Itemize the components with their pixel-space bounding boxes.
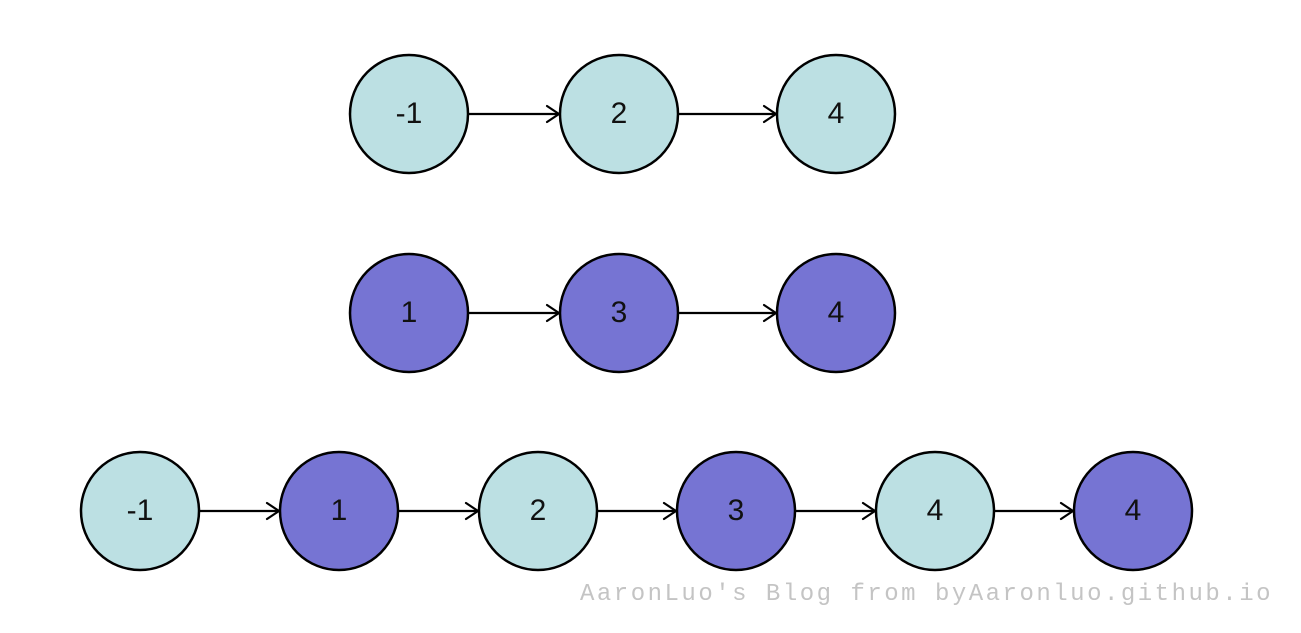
node-circle [1072, 450, 1194, 572]
merged-list-next-arrow [597, 501, 678, 521]
node-circle [675, 450, 797, 572]
list-b-next-arrow [468, 303, 561, 323]
node-circle [775, 252, 897, 374]
list-a-node: -1 [348, 53, 470, 175]
node-circle [348, 53, 470, 175]
list-b-node: 4 [775, 252, 897, 374]
node-value: 2 [611, 97, 628, 130]
node-circle [874, 450, 996, 572]
list-a-node: 4 [775, 53, 897, 175]
node-value: 2 [530, 494, 547, 527]
node-value: 1 [331, 494, 348, 527]
list-b-node: 3 [558, 252, 680, 374]
list-b-next-arrow [678, 303, 778, 323]
nodes-layer: -1 2 4 1 3 4 -1 1 2 3 4 4 [79, 53, 1194, 572]
node-value: 3 [728, 494, 745, 527]
merged-list-node: 3 [675, 450, 797, 572]
node-value: -1 [127, 494, 154, 527]
merged-list-next-arrow [795, 501, 877, 521]
merged-list-node: 4 [874, 450, 996, 572]
node-value: 3 [611, 296, 628, 329]
list-b-node: 1 [348, 252, 470, 374]
node-circle [278, 450, 400, 572]
node-value: 4 [828, 97, 845, 130]
node-value: 4 [927, 494, 944, 527]
merged-list-node: 1 [278, 450, 400, 572]
list-a-node: 2 [558, 53, 680, 175]
merged-list-next-arrow [994, 501, 1075, 521]
node-value: 4 [1125, 494, 1142, 527]
node-circle [558, 252, 680, 374]
node-circle [477, 450, 599, 572]
merged-list-next-arrow [199, 501, 281, 521]
node-value: 4 [828, 296, 845, 329]
node-circle [348, 252, 470, 374]
watermark-text: AaronLuo's Blog from byAaronluo.github.i… [580, 581, 1273, 608]
node-value: 1 [401, 296, 418, 329]
merged-list-next-arrow [398, 501, 480, 521]
node-circle [775, 53, 897, 175]
list-a-next-arrow [678, 104, 778, 124]
node-circle [79, 450, 201, 572]
list-a-next-arrow [468, 104, 561, 124]
node-circle [558, 53, 680, 175]
merged-list-node: 4 [1072, 450, 1194, 572]
node-value: -1 [396, 97, 423, 130]
merged-list-node: -1 [79, 450, 201, 572]
merged-list-node: 2 [477, 450, 599, 572]
